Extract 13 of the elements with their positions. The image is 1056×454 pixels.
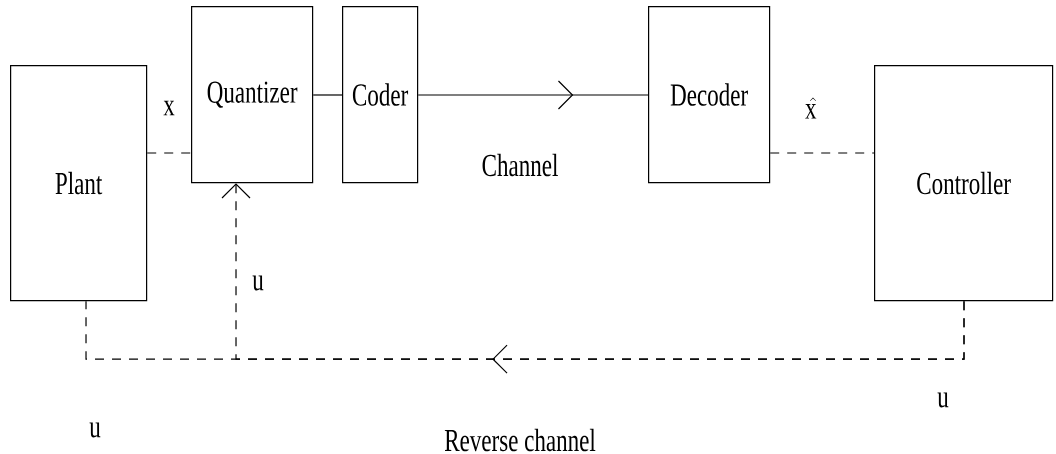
block-box: Controller [874,65,1054,302]
edge-label: $\hat{\mathrm{x}}$ [804,96,822,120]
signal-label: u [89,422,101,438]
edge-label: Channel [480,152,560,178]
connector-arrow [221,182,965,360]
edge-label: u [251,274,265,292]
block-box: Coder [342,6,419,184]
block-box: Quantizer [191,6,314,184]
block-box: Decoder [648,6,771,184]
edge-label: x [162,99,176,117]
block-box: Plant [10,65,148,302]
signal-label: u [937,392,949,408]
edge-label: Reverse channel [443,427,597,453]
